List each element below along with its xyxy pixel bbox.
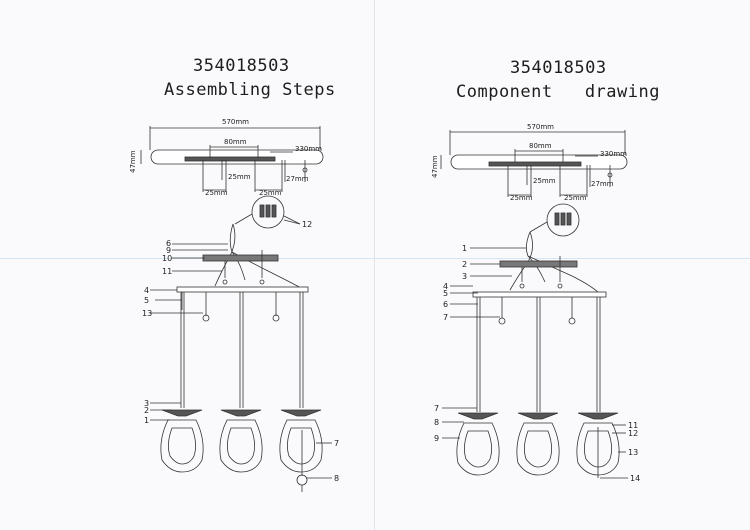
right-component-drawing [442, 203, 628, 479]
left-callout-11: 11 [162, 267, 172, 276]
left-callout-1: 1 [144, 416, 149, 425]
right-shade-3 [576, 412, 620, 478]
right-callout-9: 9 [434, 434, 439, 443]
right-callout-6: 6 [443, 300, 448, 309]
right-dim-b: 25mm [510, 194, 533, 202]
right-callout-2: 2 [462, 260, 467, 269]
left-callout-7: 7 [334, 439, 339, 448]
right-callout-3: 3 [462, 272, 467, 281]
right-callout-8: 8 [434, 418, 439, 427]
left-dim-a: 25mm [228, 173, 251, 181]
right-dim-spacing: 80mm [529, 142, 552, 150]
right-callout-4: 4 [443, 282, 448, 291]
left-callout-4: 4 [144, 286, 149, 295]
left-dim-total: 570mm [222, 118, 249, 126]
right-dim-span: 330mm [600, 150, 627, 158]
right-callouts: 1 2 3 4 5 6 7 7 8 9 11 12 13 14 [434, 244, 640, 483]
left-callout-9: 9 [166, 246, 171, 255]
left-dim-span: 330mm [295, 145, 322, 153]
left-callout-10: 10 [162, 254, 172, 263]
right-shade-2 [516, 412, 560, 476]
right-callout-5: 5 [443, 289, 448, 298]
right-callout-7b: 7 [434, 404, 439, 413]
right-dim-d: 27mm [591, 180, 614, 188]
right-dim-c: 25mm [564, 194, 587, 202]
scan-line [0, 258, 750, 259]
left-dim-c: 25mm [259, 189, 282, 197]
left-dim-height: 47mm [129, 150, 137, 173]
left-shade-1 [160, 409, 204, 473]
left-callout-5: 5 [144, 296, 149, 305]
left-dim-b: 25mm [205, 189, 228, 197]
left-dim-d: 27mm [286, 175, 309, 183]
right-dim-height: 47mm [431, 155, 439, 178]
right-dim-a: 25mm [533, 177, 556, 185]
right-callout-1: 1 [462, 244, 467, 253]
left-model-code: 354018503 [193, 56, 290, 76]
right-shade-1 [456, 412, 500, 476]
left-dimension-labels: 570mm 80mm 330mm 47mm 25mm 25mm 25mm 27m… [129, 118, 322, 197]
left-shade-3 [279, 409, 323, 492]
left-callout-13: 13 [142, 309, 152, 318]
right-callout-14: 14 [630, 474, 640, 483]
left-callout-12: 12 [302, 220, 312, 229]
right-dimension-drawing [440, 130, 628, 197]
left-callout-2: 2 [144, 406, 149, 415]
left-callout-6: 6 [166, 239, 171, 248]
left-assembly-drawing [150, 195, 332, 492]
left-dimension-drawing [140, 126, 324, 192]
right-callout-13: 13 [628, 448, 638, 457]
left-callouts: 6 9 10 11 4 5 13 3 2 1 12 7 8 [142, 220, 339, 483]
right-heading: Component drawing [456, 82, 660, 102]
right-callout-12: 12 [628, 429, 638, 438]
right-model-code: 354018503 [510, 58, 607, 78]
left-heading: Assembling Steps [164, 80, 336, 100]
right-dimension-labels: 570mm 80mm 330mm 47mm 25mm 25mm 25mm 27m… [431, 123, 627, 202]
page-fold [374, 0, 375, 530]
left-callout-3: 3 [144, 399, 149, 408]
left-callout-8: 8 [334, 474, 339, 483]
right-callout-7a: 7 [443, 313, 448, 322]
left-shade-2 [219, 409, 263, 473]
right-callout-11: 11 [628, 421, 638, 430]
left-dim-spacing: 80mm [224, 138, 247, 146]
right-dim-total: 570mm [527, 123, 554, 131]
